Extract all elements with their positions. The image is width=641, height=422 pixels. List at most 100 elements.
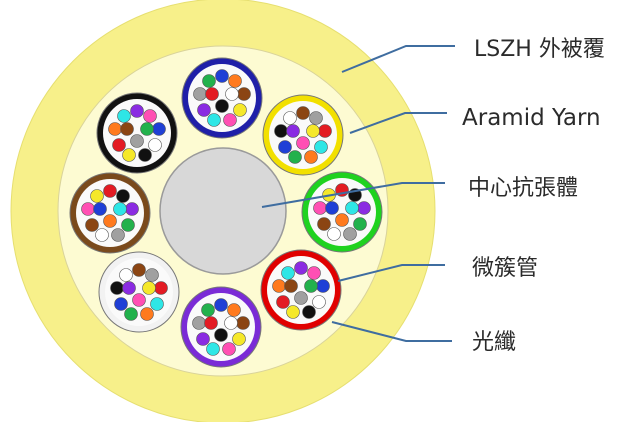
- optical-fiber: [237, 87, 251, 101]
- optical-fiber: [93, 202, 107, 216]
- optical-fiber: [296, 136, 310, 150]
- optical-fiber: [274, 124, 288, 138]
- optical-fiber: [143, 109, 157, 123]
- optical-fiber: [193, 87, 207, 101]
- optical-fiber: [286, 305, 300, 319]
- optical-fiber: [148, 138, 162, 152]
- optical-fiber: [296, 106, 310, 120]
- leader-line-aramid: [349, 112, 447, 134]
- optical-fiber: [325, 201, 339, 215]
- optical-fiber: [205, 87, 219, 101]
- label-optical-fiber: 光纖: [472, 330, 517, 355]
- optical-fiber: [152, 122, 166, 136]
- optical-fiber: [224, 316, 238, 330]
- optical-fiber: [343, 227, 357, 241]
- optical-fiber: [225, 87, 239, 101]
- leader-line-fiber: [331, 321, 452, 342]
- micro-tube: [301, 171, 383, 253]
- optical-fiber: [121, 218, 135, 232]
- micro-tubes-group: [69, 57, 383, 368]
- optical-fiber: [304, 279, 318, 293]
- optical-fiber: [314, 140, 328, 154]
- micro-tube: [260, 249, 342, 331]
- optical-fiber: [125, 202, 139, 216]
- optical-fiber: [202, 74, 216, 88]
- optical-fiber: [122, 281, 136, 295]
- optical-fiber: [206, 342, 220, 356]
- optical-fiber: [281, 266, 295, 280]
- optical-fiber: [201, 303, 215, 317]
- optical-fiber: [103, 184, 117, 198]
- optical-fiber: [130, 134, 144, 148]
- optical-fiber: [122, 148, 136, 162]
- leader-line-microtube: [337, 264, 445, 282]
- optical-fiber: [140, 122, 154, 136]
- optical-fiber: [130, 104, 144, 118]
- optical-fiber: [335, 213, 349, 227]
- optical-fiber: [132, 293, 146, 307]
- optical-fiber: [116, 189, 130, 203]
- micro-tube: [180, 286, 262, 368]
- optical-fiber: [288, 150, 302, 164]
- optical-fiber: [286, 124, 300, 138]
- optical-fiber: [345, 201, 359, 215]
- optical-fiber: [227, 303, 241, 317]
- optical-fiber: [215, 99, 229, 113]
- optical-fiber: [313, 201, 327, 215]
- optical-fiber: [357, 201, 371, 215]
- optical-fiber: [214, 328, 228, 342]
- optical-fiber: [278, 140, 292, 154]
- label-micro-tube: 微簇管: [472, 256, 539, 281]
- label-central-strength-member: 中心抗張體: [468, 176, 579, 201]
- optical-fiber: [112, 138, 126, 152]
- optical-fiber: [214, 298, 228, 312]
- optical-fiber: [124, 307, 138, 321]
- optical-fiber: [317, 217, 331, 231]
- optical-fiber: [145, 268, 159, 282]
- optical-fiber: [81, 202, 95, 216]
- optical-fiber: [307, 266, 321, 280]
- optical-fiber: [228, 74, 242, 88]
- optical-fiber: [306, 124, 320, 138]
- micro-tube: [96, 92, 178, 174]
- optical-fiber: [272, 279, 286, 293]
- optical-fiber: [294, 261, 308, 275]
- leader-line-core: [261, 182, 445, 208]
- optical-fiber: [111, 228, 125, 242]
- micro-tube: [98, 251, 180, 333]
- optical-fiber: [142, 281, 156, 295]
- optical-fiber: [294, 291, 308, 305]
- optical-fiber: [192, 316, 206, 330]
- optical-fiber: [318, 124, 332, 138]
- optical-fiber: [232, 332, 246, 346]
- optical-fiber: [117, 109, 131, 123]
- micro-tube: [181, 57, 263, 139]
- optical-fiber: [215, 69, 229, 83]
- optical-fiber: [196, 332, 210, 346]
- micro-tube: [262, 94, 344, 176]
- optical-fiber: [103, 214, 117, 228]
- label-lszh-outer-jacket: LSZH 外被覆: [474, 37, 605, 62]
- optical-fiber: [223, 113, 237, 127]
- optical-fiber: [284, 279, 298, 293]
- optical-fiber: [283, 111, 297, 125]
- optical-fiber: [110, 281, 124, 295]
- optical-fiber: [95, 228, 109, 242]
- optical-fiber: [309, 111, 323, 125]
- optical-fiber: [236, 316, 250, 330]
- optical-fiber: [85, 218, 99, 232]
- optical-fiber: [312, 295, 326, 309]
- optical-fiber: [316, 279, 330, 293]
- optical-fiber: [327, 227, 341, 241]
- optical-fiber: [302, 305, 316, 319]
- optical-fiber: [108, 122, 122, 136]
- optical-fiber: [140, 307, 154, 321]
- leader-line-jacket: [341, 45, 455, 73]
- optical-fiber: [114, 297, 128, 311]
- optical-fiber: [120, 122, 134, 136]
- leader-lines: [261, 45, 455, 342]
- optical-fiber: [113, 202, 127, 216]
- optical-fiber: [204, 316, 218, 330]
- optical-fiber: [138, 148, 152, 162]
- optical-fiber: [119, 268, 133, 282]
